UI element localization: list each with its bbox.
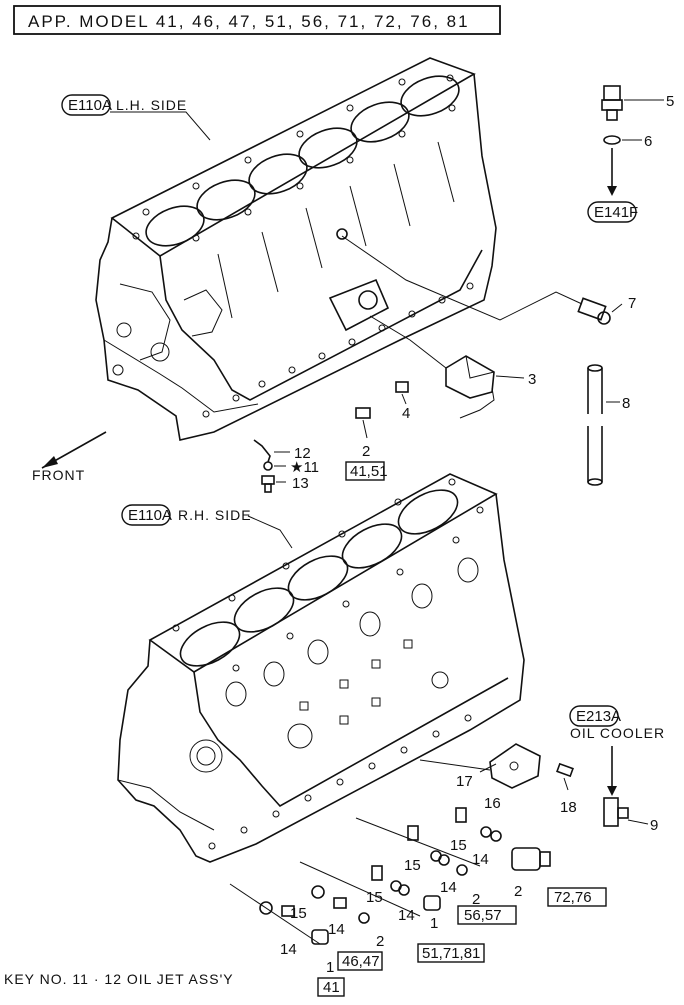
callout-15-d: 15 <box>290 905 307 922</box>
model-51-71-81: 51,71,81 <box>422 945 480 962</box>
rh-side-text: R.H. SIDE <box>178 507 252 523</box>
oil-cooler-text: OIL COOLER <box>570 725 665 741</box>
part-8-tube: 8 <box>584 364 630 486</box>
callout-6: 6 <box>644 133 652 150</box>
callout-5: 5 <box>666 93 674 110</box>
header-title: APP. MODEL 41, 46, 47, 51, 56, 71, 72, 7… <box>28 12 470 31</box>
arrow-down-icon <box>607 186 617 196</box>
callout-2-c: 2 <box>514 883 522 900</box>
callout-14-a: 14 <box>472 851 489 868</box>
callout-15-b: 15 <box>404 857 421 874</box>
rh-side-label: E110A R.H. SIDE <box>121 504 293 549</box>
cylinder-block-lh <box>95 57 497 441</box>
callout-7: 7 <box>628 295 636 312</box>
callout-3: 3 <box>528 371 536 388</box>
ref-e213a: E213A <box>576 708 621 725</box>
callout-14-c: 14 <box>398 907 415 924</box>
oil-jet-assembly: 12 ★11 13 <box>253 439 319 493</box>
callout-14-e: 14 <box>280 941 297 958</box>
part-7-sensor: 7 <box>341 235 636 325</box>
lh-side-label: E110A L.H. SIDE <box>61 94 211 141</box>
callout-18: 18 <box>560 799 577 816</box>
cylinder-block-rh <box>117 473 525 863</box>
callout-15-a: 15 <box>450 837 467 854</box>
callout-2-b: 2 <box>472 891 480 908</box>
model-41: 41 <box>323 979 340 996</box>
part-5-sensor: 5 <box>601 85 674 121</box>
front-arrow-icon <box>42 456 58 468</box>
lower-fasteners: 15 14 15 14 2 2 72,76 56,57 14 15 1 14 2… <box>229 807 607 997</box>
callout-17: 17 <box>456 773 473 790</box>
rh-ref: E110A <box>128 507 172 524</box>
oil-cooler-ref: E213A OIL COOLER 9 <box>569 705 665 834</box>
header: APP. MODEL 41, 46, 47, 51, 56, 71, 72, 7… <box>13 5 501 35</box>
callout-14-b: 14 <box>440 879 457 896</box>
lh-side-text: L.H. SIDE <box>116 97 187 113</box>
callout-2-d: 2 <box>376 933 384 950</box>
callout-2-upper: 2 <box>362 443 370 460</box>
front-indicator: FRONT <box>32 431 107 483</box>
callout-1-b: 1 <box>326 959 334 976</box>
callout-14-d: 14 <box>328 921 345 938</box>
model-41-51: 41,51 <box>350 463 388 480</box>
part-4-plug: 4 <box>395 381 410 422</box>
part-16-cover: 17 16 18 <box>419 743 577 816</box>
callout-15-c: 15 <box>366 889 383 906</box>
footer-note: KEY NO. 11 · 12 OIL JET ASS'Y <box>4 971 234 987</box>
callout-13: 13 <box>292 475 309 492</box>
callout-16: 16 <box>484 795 501 812</box>
arrow-down-icon <box>607 786 617 796</box>
ref-e141f: E141F <box>594 204 638 221</box>
part-3-bracket: 3 <box>369 315 536 419</box>
callout-8: 8 <box>622 395 630 412</box>
front-label: FRONT <box>32 467 85 483</box>
callout-11: ★11 <box>290 459 319 476</box>
callout-9: 9 <box>650 817 658 834</box>
lh-ref: E110A <box>68 97 112 114</box>
callout-12: 12 <box>294 445 311 462</box>
callout-4: 4 <box>402 405 410 422</box>
model-46-47: 46,47 <box>342 953 380 970</box>
part-6-washer: 6 E141F <box>587 133 652 223</box>
model-56-57: 56,57 <box>464 907 502 924</box>
callout-1-a: 1 <box>430 915 438 932</box>
part-2-upper: 2 41,51 <box>345 407 388 481</box>
model-72-76: 72,76 <box>554 889 592 906</box>
